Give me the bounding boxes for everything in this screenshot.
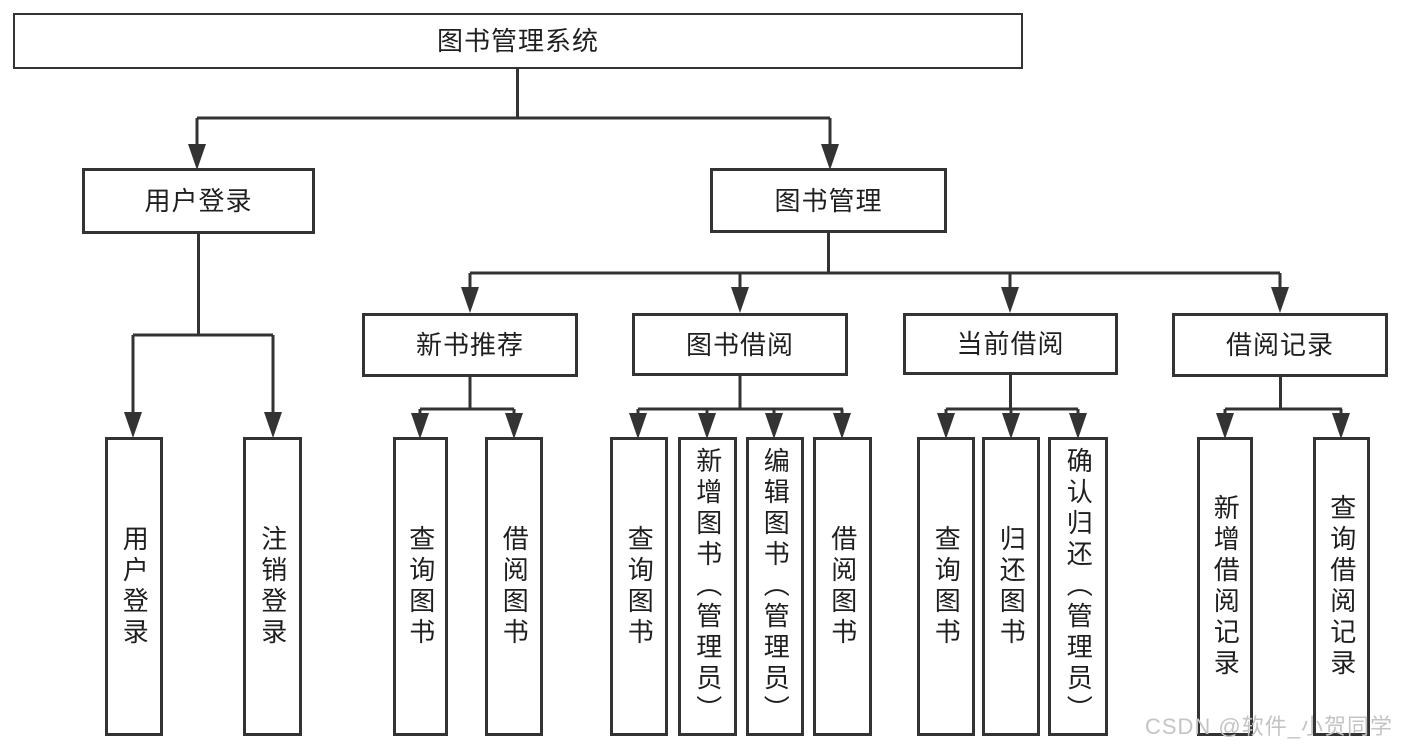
- leaf-logout-label: 注销登录: [257, 524, 288, 649]
- leaf-borrowing-add-books-label: 新增图书（管理员）: [692, 447, 723, 726]
- leaf-records-add-record: 新增借阅记录: [1197, 437, 1253, 736]
- leaf-records-query-record: 查询借阅记录: [1313, 437, 1370, 736]
- leaf-recommend-borrow-books: 借阅图书: [485, 437, 543, 736]
- node-new-book-recommend: 新书推荐: [362, 313, 578, 377]
- node-book-management: 图书管理: [710, 168, 947, 233]
- node-user-login-group-label: 用户登录: [144, 186, 253, 216]
- leaf-borrowing-query-books-label: 查询图书: [624, 524, 655, 649]
- node-borrowing-records-label: 借阅记录: [1225, 330, 1334, 360]
- leaf-current-query-books-label: 查询图书: [931, 524, 962, 649]
- node-user-login-group: 用户登录: [82, 168, 315, 234]
- leaf-borrowing-query-books: 查询图书: [610, 437, 668, 736]
- leaf-recommend-query-books: 查询图书: [393, 437, 448, 736]
- csdn-watermark: CSDN @软件_小贺同学: [1144, 714, 1393, 739]
- node-book-management-label: 图书管理: [774, 185, 883, 216]
- leaf-user-login-label: 用户登录: [119, 524, 150, 649]
- leaf-recommend-borrow-books-label: 借阅图书: [499, 524, 530, 649]
- node-current-borrowing-label: 当前借阅: [956, 329, 1065, 359]
- leaf-recommend-query-books-label: 查询图书: [405, 524, 436, 649]
- leaf-records-query-record-label: 查询借阅记录: [1326, 493, 1357, 680]
- leaf-borrowing-borrow-books-label: 借阅图书: [827, 524, 858, 649]
- leaf-borrowing-edit-books: 编辑图书（管理员）: [746, 437, 804, 736]
- leaf-current-return-books: 归还图书: [982, 437, 1040, 736]
- leaf-current-confirm-return-label: 确认归还（管理员）: [1063, 447, 1094, 726]
- node-library-management-system-label: 图书管理系统: [436, 26, 599, 56]
- leaf-borrowing-add-books: 新增图书（管理员）: [678, 437, 737, 736]
- leaf-current-return-books-label: 归还图书: [996, 524, 1027, 649]
- arrowheads: [124, 144, 1350, 439]
- leaf-borrowing-edit-books-label: 编辑图书（管理员）: [760, 447, 791, 726]
- leaf-logout: 注销登录: [243, 437, 302, 736]
- node-borrowing-records: 借阅记录: [1172, 313, 1388, 377]
- node-book-borrowing-label: 图书借阅: [685, 329, 794, 360]
- leaf-current-confirm-return: 确认归还（管理员）: [1048, 437, 1108, 736]
- leaf-borrowing-borrow-books: 借阅图书: [813, 437, 872, 736]
- leaf-user-login: 用户登录: [105, 437, 163, 736]
- node-book-borrowing: 图书借阅: [632, 313, 848, 376]
- leaf-records-add-record-label: 新增借阅记录: [1210, 493, 1241, 680]
- node-current-borrowing: 当前借阅: [903, 313, 1118, 375]
- node-new-book-recommend-label: 新书推荐: [415, 330, 524, 360]
- node-library-management-system: 图书管理系统: [13, 13, 1023, 69]
- leaf-current-query-books: 查询图书: [917, 437, 975, 736]
